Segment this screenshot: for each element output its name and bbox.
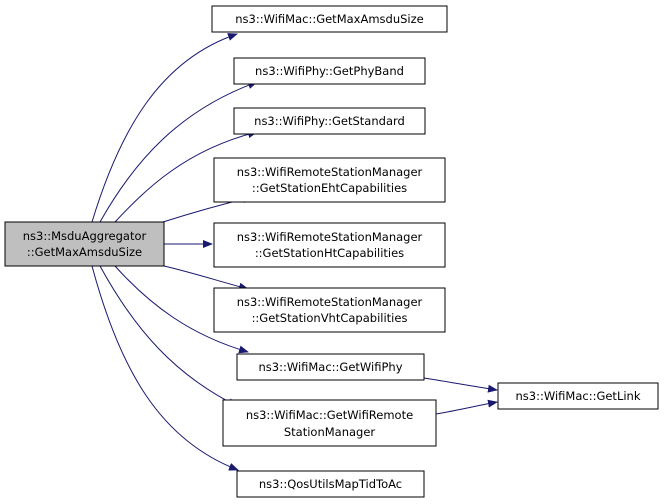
node-label: ns3::QosUtilsMapTidToAc	[259, 477, 402, 491]
node-label-line-1: ns3::WifiRemoteStationManager	[237, 295, 423, 309]
node-wifimac-getwifiremotestationmanager[interactable]: ns3::WifiMac::GetWifiRemote StationManag…	[222, 399, 437, 447]
edge-root-to-getphyband	[99, 81, 258, 223]
node-label-line-1: ns3::WifiMac::GetWifiRemote	[246, 408, 413, 422]
node-label-line-1: ns3::WifiRemoteStationManager	[237, 230, 423, 244]
node-wifimac-getwifiphy[interactable]: ns3::WifiMac::GetWifiPhy	[236, 353, 425, 381]
node-label-line-1: ns3::MsduAggregator	[23, 229, 147, 243]
node-wifimac-getlink[interactable]: ns3::WifiMac::GetLink	[497, 382, 659, 410]
node-label: ns3::WifiMac::GetMaxAmsduSize	[235, 12, 423, 26]
node-label-line-1: ns3::WifiRemoteStationManager	[237, 165, 423, 179]
node-wifiremotestationmanager-getstationhtcapabilities[interactable]: ns3::WifiRemoteStationManager ::GetStati…	[213, 222, 446, 268]
node-label-line-2: StationManager	[284, 425, 376, 439]
edge-root-to-getvht	[163, 265, 249, 291]
node-label-line-2: ::GetStationEhtCapabilities	[252, 181, 407, 195]
edge-root-to-getmaxamsdusize	[91, 33, 238, 223]
node-label: ns3::WifiPhy::GetStandard	[254, 114, 405, 128]
node-wifiphy-getstandard[interactable]: ns3::WifiPhy::GetStandard	[233, 107, 426, 135]
node-layer: ns3::MsduAggregator ::GetMaxAmsduSize ns…	[4, 5, 659, 498]
node-label-line-2: ::GetMaxAmsduSize	[27, 245, 142, 259]
edge-root-to-getwifiphy	[114, 265, 249, 354]
node-wifiremotestationmanager-getstationvhtcapabilities[interactable]: ns3::WifiRemoteStationManager ::GetStati…	[213, 287, 446, 333]
node-label-line-2: ::GetStationVhtCapabilities	[252, 311, 408, 325]
node-qosutilsmaptidtoac[interactable]: ns3::QosUtilsMapTidToAc	[236, 470, 425, 498]
edge-layer	[91, 33, 498, 471]
edge-getwifirsm-to-getlink	[435, 399, 498, 415]
edge-root-to-getstandard	[114, 130, 258, 223]
node-wifimac-getmaxamsdusize[interactable]: ns3::WifiMac::GetMaxAmsduSize	[211, 5, 448, 33]
edge-root-to-qosutils	[91, 265, 239, 471]
node-label: ns3::WifiPhy::GetPhyBand	[255, 64, 404, 78]
node-wifiremotestationmanager-getstationehtcapabilities[interactable]: ns3::WifiRemoteStationManager ::GetStati…	[213, 157, 446, 203]
node-wifiphy-getphyband[interactable]: ns3::WifiPhy::GetPhyBand	[233, 57, 426, 85]
node-label: ns3::WifiMac::GetLink	[516, 389, 641, 403]
node-label: ns3::WifiMac::GetWifiPhy	[258, 360, 402, 374]
edge-root-to-getwifirsm	[99, 265, 238, 407]
node-msduaggregator-getmaxamsdusize[interactable]: ns3::MsduAggregator ::GetMaxAmsduSize	[4, 221, 165, 267]
edge-getwifiphy-to-getlink	[423, 377, 498, 393]
node-label-line-2: ::GetStationHtCapabilities	[255, 246, 404, 260]
